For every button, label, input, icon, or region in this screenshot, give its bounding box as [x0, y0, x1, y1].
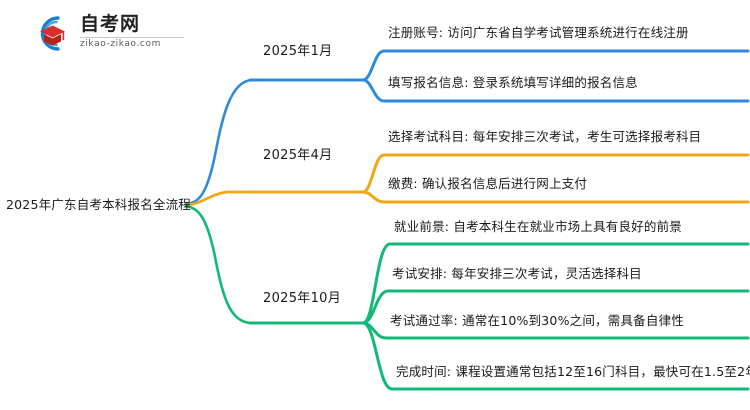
logo-text: 自考网 zikao-zikao.com [80, 12, 190, 54]
leaf-node-employment-prospect[interactable]: 就业前景: 自考本科生在就业市场上具有良好的前景 [394, 219, 682, 234]
branch-label-2025-10[interactable]: 2025年10月 [263, 291, 342, 306]
logo-site-url: zikao-zikao.com [80, 39, 161, 49]
leaf-node-select-subjects[interactable]: 选择考试科目: 每年安排三次考试，考生可选择报考科目 [388, 129, 702, 144]
branch-connector-3 [184, 204, 750, 391]
leaf-node-pass-rate[interactable]: 考试通过率: 通常在10%到30%之间，需具备自律性 [390, 313, 684, 328]
branch-connector-2 [184, 153, 750, 207]
mindmap-root-node[interactable]: 2025年广东自考本科报名全流程 [6, 197, 192, 212]
branch-label-2025-01[interactable]: 2025年1月 [263, 44, 333, 59]
leaf-node-fill-application[interactable]: 填写报名信息: 登录系统填写详细的报名信息 [388, 75, 638, 90]
leaf-node-payment[interactable]: 缴费: 确认报名信息后进行网上支付 [388, 176, 588, 191]
logo-divider [80, 37, 184, 38]
leaf-node-register-account[interactable]: 注册账号: 访问广东省自学考试管理系统进行在线注册 [388, 25, 689, 40]
site-logo: 自考网 zikao-zikao.com [28, 10, 188, 56]
leaf-node-completion-time[interactable]: 完成时间: 课程设置通常包括12至16门科目，最快可在1.5至2年内完成 [396, 364, 750, 379]
branch-connector-1 [184, 49, 750, 206]
leaf-node-exam-schedule[interactable]: 考试安排: 每年安排三次考试，灵活选择科目 [392, 266, 642, 281]
branch-label-2025-04[interactable]: 2025年4月 [263, 148, 333, 163]
logo-site-name: 自考网 [80, 13, 141, 35]
graduation-cap-icon [28, 12, 72, 54]
